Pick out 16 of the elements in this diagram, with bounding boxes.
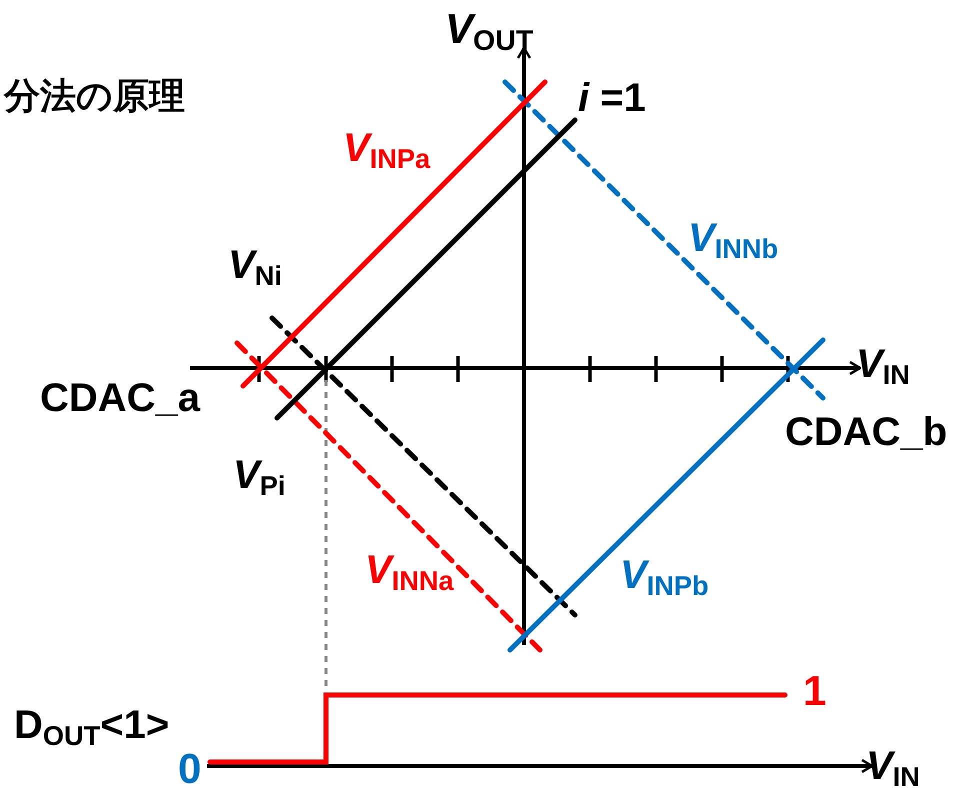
level-label: 0: [178, 748, 202, 790]
curve-label: V$_{INPa}$: [343, 128, 430, 172]
curve-label: V$_{INNb}$: [688, 218, 778, 262]
title-text: 分法の原理: [4, 78, 185, 114]
curve-label: V$_{Ni}$: [228, 245, 282, 289]
axis-label: V$_{IN}$: [856, 344, 910, 388]
axis-label: V$_{OUT}$: [445, 8, 534, 56]
level-label: 1: [803, 670, 826, 712]
axis-label: V$_{IN}$: [866, 746, 920, 790]
signal-label: D$_{OUT}$<1>: [14, 705, 170, 749]
point-label: CDAC_a: [40, 378, 200, 418]
curve-label: i =1: [578, 78, 646, 118]
curve-label: V$_{INNa}$: [365, 550, 454, 594]
point-label: CDAC_b: [785, 412, 948, 452]
curve-label: V$_{Pi}$: [233, 455, 286, 499]
curve-label: V$_{INPb}$: [620, 555, 709, 599]
